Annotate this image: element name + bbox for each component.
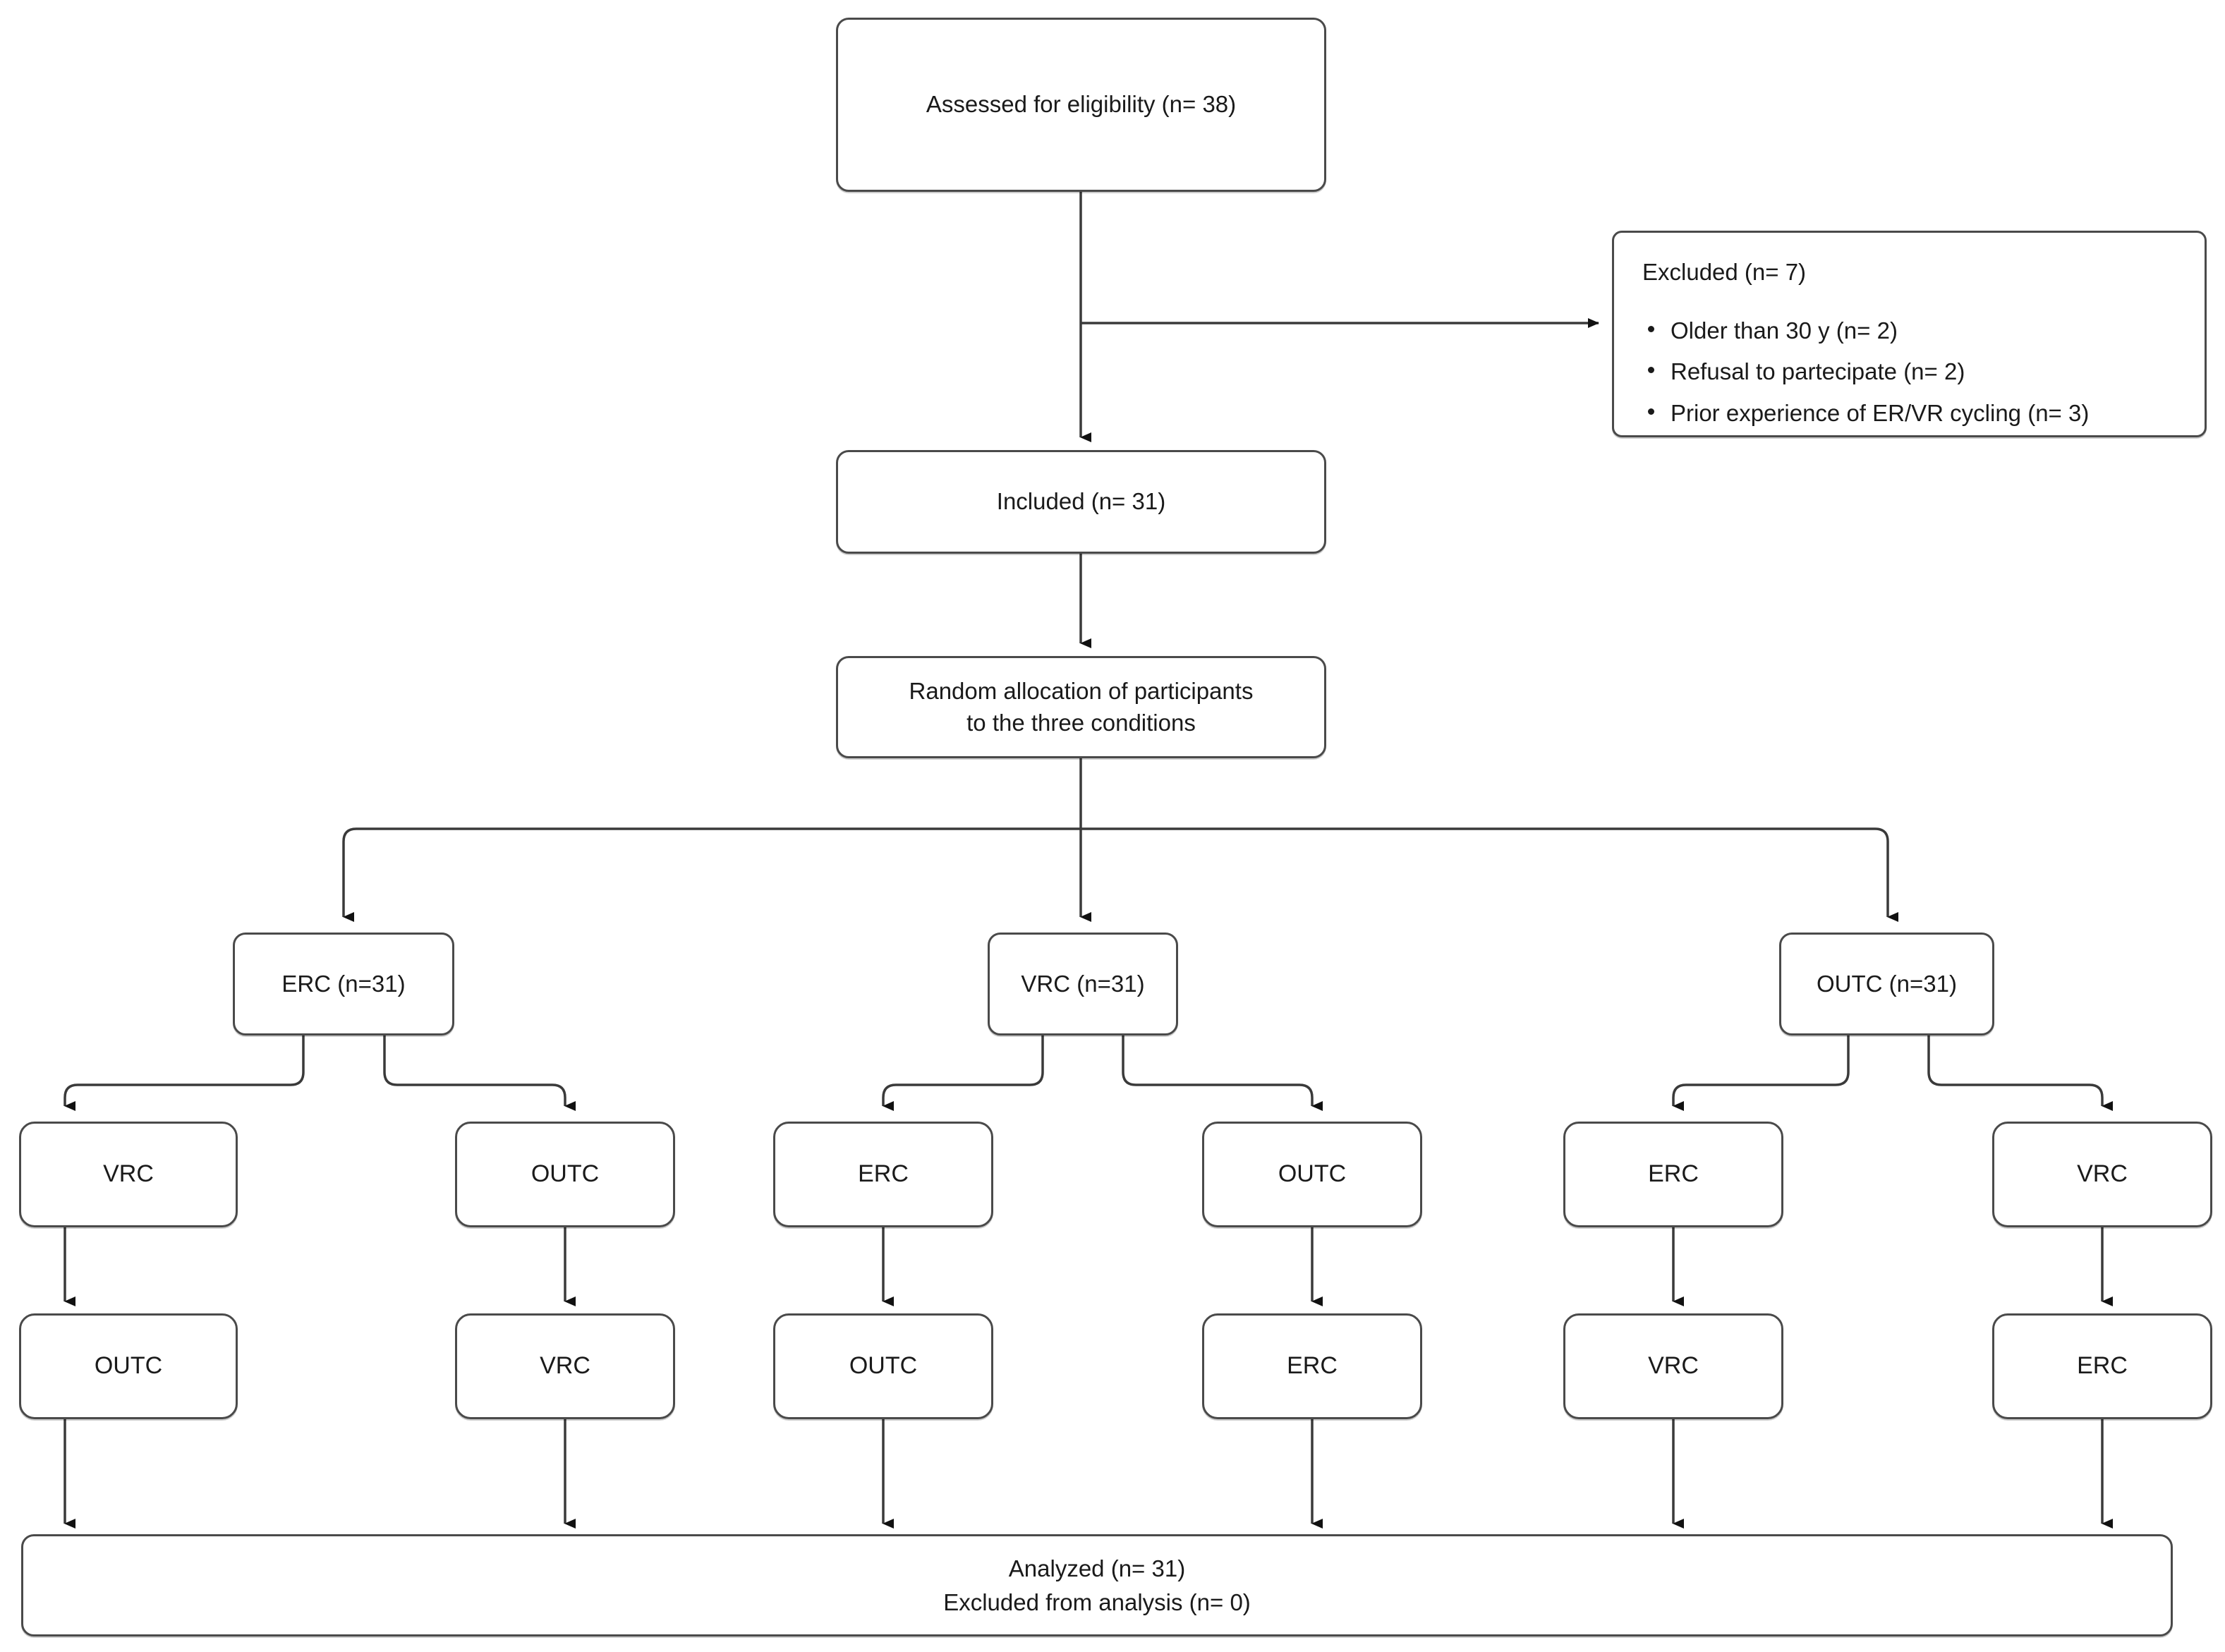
node-random-allocation-label: Random allocation of participants to the… — [909, 677, 1254, 736]
edge-vrc-to-right — [1122, 1035, 1323, 1111]
excluded-reason-item: Older than 30 y (n= 2) — [1641, 315, 2181, 347]
edge-erc-to-right — [383, 1035, 576, 1111]
node-random-allocation: Random allocation of participants to the… — [836, 656, 1326, 758]
node-condition-erc: ERC (n=31) — [233, 933, 454, 1035]
node-g1b2-step2: OUTC — [455, 1122, 675, 1227]
node-condition-outc: OUTC (n=31) — [1779, 933, 1994, 1035]
g2b2-step2-label: OUTC — [1278, 1160, 1347, 1188]
g3b2-step2-label: VRC — [2077, 1160, 2128, 1188]
g1b2-step3-label: VRC — [540, 1352, 590, 1380]
excluded-reason-text: Prior experience of ER/VR cycling (n= 3) — [1671, 399, 2090, 426]
node-g1b2-step3: VRC — [455, 1313, 675, 1419]
node-included: Included (n= 31) — [836, 450, 1326, 554]
g3b1-step2-label: ERC — [1648, 1160, 1699, 1188]
condition-vrc-label: VRC (n=31) — [1021, 970, 1145, 997]
node-g3b1-step3: VRC — [1563, 1313, 1783, 1419]
node-g1b1-step2: VRC — [19, 1122, 238, 1227]
excluded-reason-list: Older than 30 y (n= 2) Refusal to partec… — [1641, 315, 2181, 430]
bullet-icon — [1648, 408, 1654, 415]
node-condition-vrc: VRC (n=31) — [988, 933, 1178, 1035]
node-g1b1-step3: OUTC — [19, 1313, 238, 1419]
excluded-reason-text: Older than 30 y (n= 2) — [1671, 317, 1898, 344]
node-assessed-label: Assessed for eligibility (n= 38) — [926, 91, 1237, 118]
g2b1-step3-label: OUTC — [849, 1352, 918, 1380]
node-assessed-for-eligibility: Assessed for eligibility (n= 38) — [836, 18, 1326, 192]
condition-outc-label: OUTC (n=31) — [1817, 970, 1957, 997]
node-g3b2-step3: ERC — [1992, 1313, 2212, 1419]
g2b1-step2-label: ERC — [858, 1160, 909, 1188]
excluded-title: Excluded (n= 7) — [1642, 259, 1807, 285]
bullet-icon — [1648, 325, 1654, 332]
node-g2b1-step3: OUTC — [773, 1313, 993, 1419]
g3b1-step3-label: VRC — [1648, 1352, 1699, 1380]
edge-vrc-to-left — [882, 1035, 1044, 1111]
edge-erc-to-left — [63, 1035, 305, 1111]
excluded-reason-item: Prior experience of ER/VR cycling (n= 3) — [1641, 398, 2181, 430]
g1b2-step2-label: OUTC — [531, 1160, 600, 1188]
node-analyzed-label: Analyzed (n= 31) Excluded from analysis … — [943, 1555, 1251, 1615]
bullet-icon — [1648, 367, 1654, 374]
node-g2b1-step2: ERC — [773, 1122, 993, 1227]
g2b2-step3-label: ERC — [1287, 1352, 1338, 1380]
g1b1-step2-label: VRC — [103, 1160, 154, 1188]
node-g2b2-step3: ERC — [1202, 1313, 1422, 1419]
g1b1-step3-label: OUTC — [94, 1352, 163, 1380]
node-g3b2-step2: VRC — [1992, 1122, 2212, 1227]
excluded-reason-item: Refusal to partecipate (n= 2) — [1641, 356, 2181, 388]
edge-outc-to-left — [1672, 1035, 1850, 1111]
condition-erc-label: ERC (n=31) — [281, 970, 406, 997]
node-excluded: Excluded (n= 7) Older than 30 y (n= 2) R… — [1612, 231, 2207, 437]
edge-outc-to-right — [1927, 1035, 2113, 1111]
node-g3b1-step2: ERC — [1563, 1122, 1783, 1227]
edge-split-bar — [342, 827, 1889, 842]
excluded-reason-text: Refusal to partecipate (n= 2) — [1671, 358, 1965, 385]
node-g2b2-step2: OUTC — [1202, 1122, 1422, 1227]
node-included-label: Included (n= 31) — [996, 488, 1166, 515]
g3b2-step3-label: ERC — [2077, 1352, 2128, 1380]
node-analyzed: Analyzed (n= 31) Excluded from analysis … — [21, 1534, 2173, 1636]
